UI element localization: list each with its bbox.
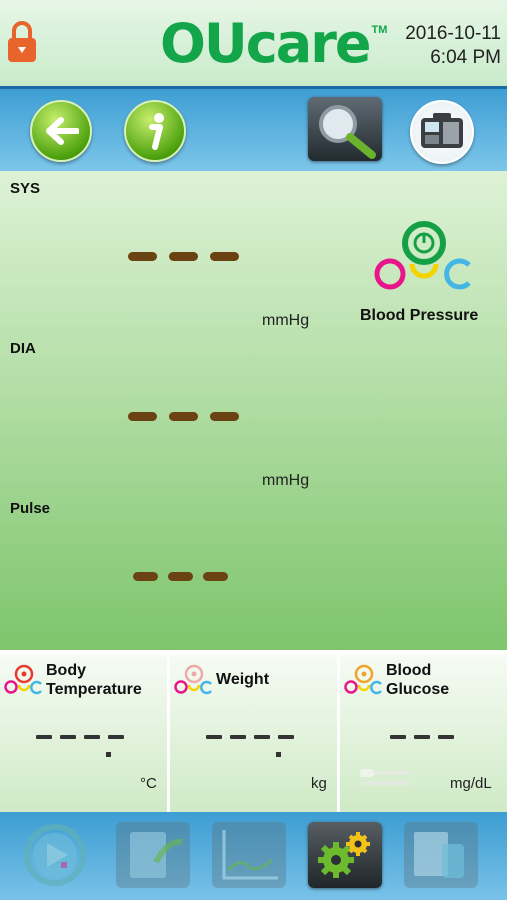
- body-temperature-icon: [4, 664, 42, 695]
- panel-title-line1: Blood: [386, 662, 432, 679]
- panel-title-line1: Body: [46, 662, 86, 679]
- blood-pressure-title: Blood Pressure: [360, 307, 479, 324]
- nav-export-button[interactable]: [116, 822, 190, 888]
- nav-chart-button[interactable]: [212, 822, 286, 888]
- nav-play-button[interactable]: [20, 822, 90, 888]
- date-text: 2016-10-11: [405, 23, 501, 44]
- toolbar: [0, 89, 507, 171]
- dia-label: DIA: [10, 340, 36, 357]
- weight-icon: [174, 664, 212, 695]
- pulse-value: [133, 572, 228, 581]
- sys-value: [128, 252, 239, 261]
- export-icon: [130, 832, 183, 878]
- temperature-unit: °C: [140, 775, 157, 792]
- weight-value: [206, 735, 294, 739]
- panel-title-line2: Glucose: [386, 681, 450, 698]
- body-temperature-panel[interactable]: Body Temperature °C: [0, 655, 167, 812]
- header-divider: [0, 86, 507, 89]
- time-text: 6:04 PM: [430, 47, 501, 68]
- glucose-unit: mg/dL: [450, 775, 492, 792]
- back-arrow-icon: [46, 117, 79, 145]
- logo-text: OUcare: [160, 12, 371, 75]
- device-case-icon: [421, 113, 463, 148]
- dia-value: [128, 412, 239, 421]
- mobile-notes-icon: [414, 832, 464, 878]
- search-button[interactable]: [308, 97, 382, 161]
- sys-unit: mmHg: [262, 312, 310, 329]
- nav-settings-button[interactable]: [308, 822, 382, 888]
- blood-pressure-icon: [374, 221, 471, 290]
- weight-unit: kg: [311, 775, 327, 792]
- bottom-nav: [0, 812, 507, 900]
- blood-pressure-panel: SYS mmHg DIA mmHg Pulse Blood Pressure: [0, 171, 507, 650]
- blood-glucose-icon: [344, 664, 382, 695]
- dia-unit: mmHg: [262, 472, 310, 489]
- sys-label: SYS: [10, 180, 41, 197]
- datetime: 2016-10-11 6:04 PM: [405, 22, 501, 70]
- temperature-value: [36, 735, 124, 739]
- info-icon: [149, 113, 164, 150]
- panel-title: Blood Glucose: [386, 661, 449, 699]
- chart-icon: [222, 830, 278, 880]
- back-button[interactable]: [30, 100, 92, 162]
- magnifier-icon: [319, 105, 376, 159]
- app-header: OUcare TM 2016-10-11 6:04 PM: [0, 0, 507, 86]
- decimal-dot: [106, 752, 111, 757]
- nav-mobile-button[interactable]: [404, 822, 478, 888]
- panel-title-line2: Temperature: [46, 681, 142, 698]
- play-icon: [24, 824, 86, 886]
- decimal-dot: [276, 752, 281, 757]
- device-button[interactable]: [410, 100, 474, 164]
- lock-icon[interactable]: [6, 20, 38, 64]
- weight-panel[interactable]: Weight kg: [170, 655, 337, 812]
- info-button[interactable]: [124, 100, 186, 162]
- fork-knife-icon: [360, 769, 410, 785]
- panel-title: Weight: [216, 671, 270, 688]
- blood-glucose-panel[interactable]: Blood Glucose mg/dL: [340, 655, 507, 812]
- glucose-value: [390, 735, 454, 739]
- settings-gears-icon: [318, 832, 370, 878]
- panel-title: Body Temperature: [46, 661, 142, 699]
- trademark: TM: [371, 24, 388, 36]
- pulse-label: Pulse: [10, 500, 51, 517]
- oucare-logo: OUcare TM: [160, 14, 387, 74]
